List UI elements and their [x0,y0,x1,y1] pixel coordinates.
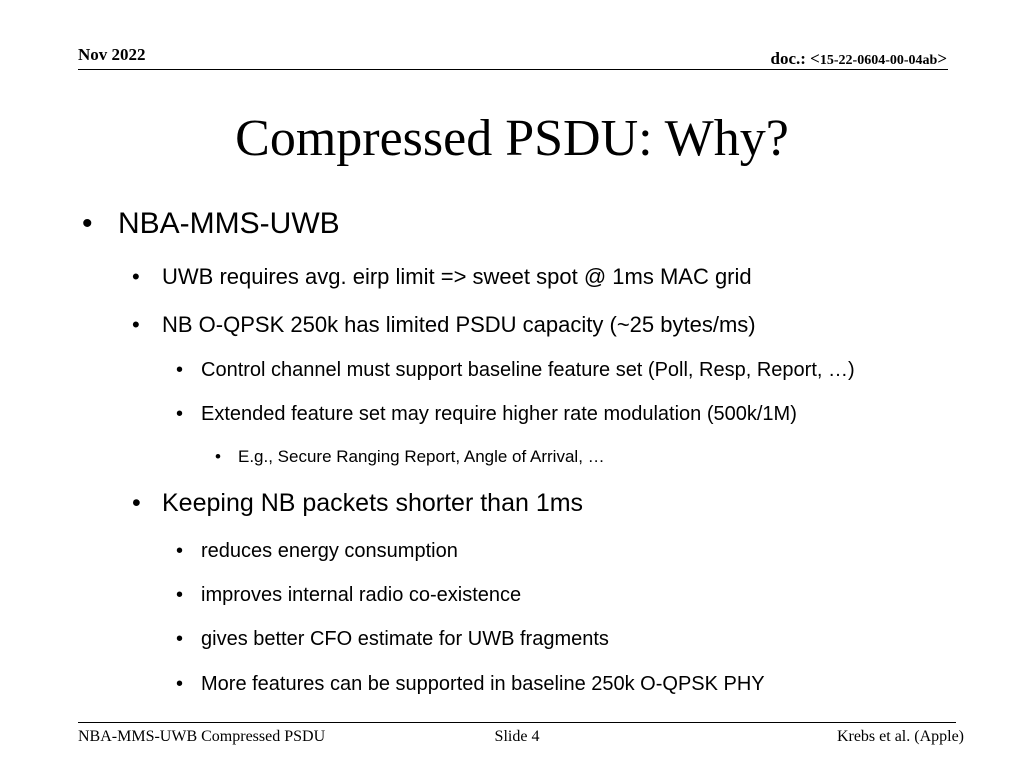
bullet-dot: • [176,403,184,425]
header-date: Nov 2022 [78,45,146,64]
bullet-dot: • [132,312,140,337]
bullet-dot: • [82,207,93,240]
header-doc-number: 15-22-0604-00-04ab [819,53,938,68]
bullet-level2: • UWB requires avg. eirp limit => sweet s… [132,263,752,291]
header-doc-id: doc.: <15-22-0604-00-04ab> [771,49,947,69]
header-doc-suffix: > [937,49,947,68]
bullet-level3: • More features can be supported in basel… [176,671,765,697]
bullet-text: E.g., Secure Ranging Report, Angle of Ar… [238,447,605,466]
footer-slide-number: Slide 4 [494,728,540,745]
bullet-text: gives better CFO estimate for UWB fragme… [201,628,609,650]
bullet-level3: • gives better CFO estimate for UWB fragm… [176,626,609,652]
slide-title: Compressed PSDU: Why? [235,110,789,167]
bullet-level3: • Extended feature set may require higher… [176,401,797,427]
footer-title: NBA-MMS-UWB Compressed PSDU [78,728,326,745]
bullet-dot: • [176,673,184,695]
bullet-text: Extended feature set may require higher … [201,403,797,425]
header-divider [78,69,948,70]
bullet-level3: • Control channel must support baseline f… [176,357,855,383]
bullet-dot: • [176,584,184,606]
bullet-text: Control channel must support baseline fe… [201,359,855,381]
bullet-dot: • [176,540,184,562]
bullet-dot: • [215,447,221,466]
bullet-level2: • NB O-QPSK 250k has limited PSDU capacit… [132,311,756,339]
bullet-text: NB O-QPSK 250k has limited PSDU capacity… [162,312,756,337]
bullet-level3: • reduces energy consumption [176,538,458,564]
bullet-text: NBA-MMS-UWB [118,207,340,240]
bullet-text: Keeping NB packets shorter than 1ms [162,489,584,517]
bullet-text: More features can be supported in baseli… [201,673,765,695]
bullet-dot: • [176,359,184,381]
bullet-level1: • NBA-MMS-UWB [82,206,340,242]
bullet-dot: • [132,489,141,517]
bullet-dot: • [176,628,184,650]
bullet-text: improves internal radio co-existence [201,584,522,606]
header-doc-prefix: doc.: < [770,49,820,68]
bullet-level2: • Keeping NB packets shorter than 1ms [132,488,584,518]
bullet-text: UWB requires avg. eirp limit => sweet sp… [162,264,752,289]
bullet-dot: • [132,264,140,289]
footer-divider [78,722,956,723]
bullet-level3: • improves internal radio co-existence [176,582,522,608]
bullet-level4: • E.g., Secure Ranging Report, Angle of A… [215,446,605,468]
bullet-text: reduces energy consumption [201,540,458,562]
footer-author: Krebs et al. (Apple) [836,728,964,745]
